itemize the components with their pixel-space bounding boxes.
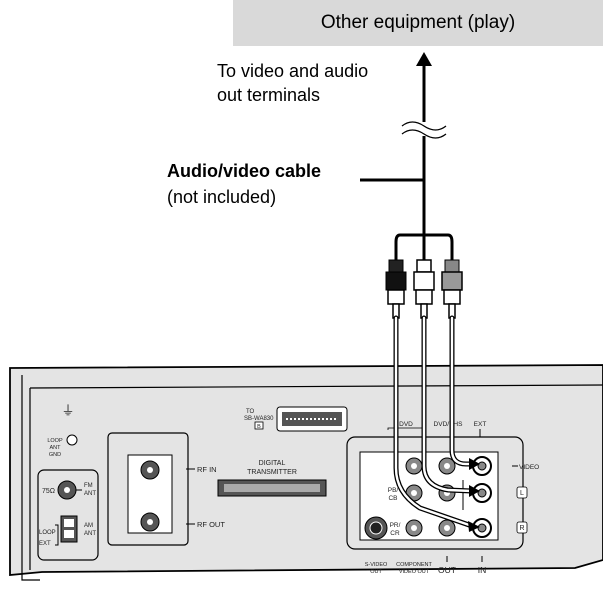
to-sb-label-2: SB-WA830 [244, 416, 274, 422]
terminals-callout-line2: out terminals [217, 85, 321, 105]
right-channel-label: R [519, 525, 524, 532]
plug-arrow-video-icon [469, 458, 480, 470]
am-label-2: ANT [84, 531, 96, 537]
cable-branch-left [394, 233, 424, 260]
other-equipment-box [233, 0, 603, 46]
terminals-callout-line1: To video and audio [217, 61, 369, 81]
to-sb-label-1: TO [246, 409, 255, 415]
plug-black-icon [385, 259, 407, 319]
pb-label-1: PB/ [388, 487, 399, 494]
plug-arrow-l-icon [469, 485, 480, 497]
ext-label: EXT [39, 541, 51, 547]
ohm-label: 75Ω [42, 488, 55, 495]
pb-label-2: CB [388, 495, 397, 502]
cable-branch-right [424, 233, 454, 260]
dvd-vhs-label: DVD/VHS [434, 421, 464, 428]
am-label-1: AM [84, 523, 93, 529]
s-video-out-label-2: OUT [370, 569, 382, 575]
left-channel-label: L [520, 490, 524, 497]
plug-arrow-r-icon [468, 521, 480, 532]
loop-ant-gnd-label-1: LOOP [47, 438, 63, 444]
cable-break-gap [410, 122, 438, 136]
cable-break-wave-top [401, 121, 447, 131]
component-out-label-1: COMPONENT [396, 562, 432, 568]
fm-label-2: ANT [84, 491, 96, 497]
cable-break-wave-bottom [401, 129, 447, 139]
ext-column-label: EXT [474, 421, 487, 428]
in-label: IN [478, 565, 487, 575]
plug-gray-icon [441, 259, 463, 319]
fm-label-1: FM [84, 483, 93, 489]
up-arrow-icon [416, 52, 432, 66]
out-label: OUT [438, 565, 456, 575]
pr-label-2: CR [390, 530, 400, 537]
ground-icon: ⏚ [61, 403, 74, 418]
rf-in-label: RF IN [197, 465, 217, 474]
ground-terminal [66, 434, 78, 446]
other-equipment-label: Other equipment (play) [320, 12, 516, 33]
pr-label-1: PR/ [390, 522, 401, 529]
cable-note: (not included) [167, 187, 277, 207]
panel-foot [21, 375, 40, 581]
digital-transmitter-label-2: TRANSMITTER [247, 469, 297, 476]
component-out-label-2: VIDEO OUT [399, 569, 430, 575]
loop-label: LOOP [39, 530, 56, 536]
video-label: VIDEO [519, 464, 539, 471]
panel-inner-top-edge [29, 384, 603, 389]
antenna-block [37, 469, 99, 561]
loop-ant-gnd-label-2: ANT [50, 445, 62, 451]
plug-white-icon [413, 259, 435, 319]
digital-transmitter-label-1: DIGITAL [259, 460, 286, 467]
rf-out-label: RF OUT [197, 520, 225, 529]
cable-routes [393, 315, 475, 529]
loop-ant-gnd-label-3: GND [49, 452, 61, 458]
cable-title: Audio/video cable [167, 161, 322, 181]
to-sb-badge: B [257, 424, 261, 430]
s-video-out-label-1: S-VIDEO [365, 562, 388, 568]
dvd-label: DVD [399, 421, 413, 428]
